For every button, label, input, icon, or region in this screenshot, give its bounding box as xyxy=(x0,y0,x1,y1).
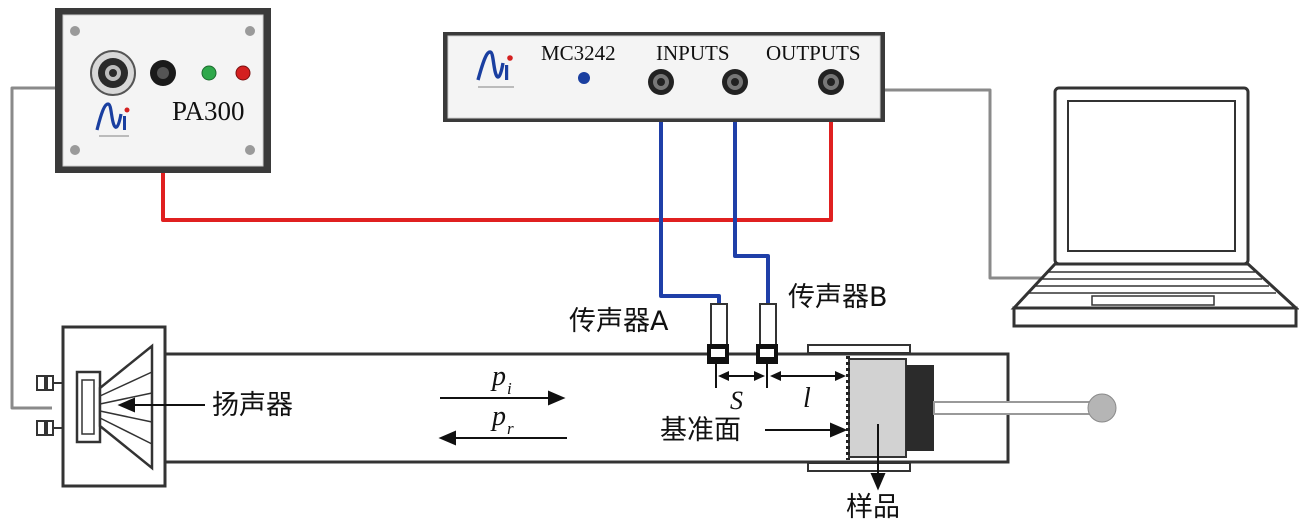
outputs-label: OUTPUTS xyxy=(766,41,861,65)
reflected-subscript: r xyxy=(507,419,514,438)
amplifier-model-label: PA300 xyxy=(172,96,245,126)
spacing-s-label: S xyxy=(730,386,743,415)
power-led-green xyxy=(201,65,217,81)
status-led-red xyxy=(235,65,251,81)
incident-subscript: i xyxy=(507,379,512,398)
analyzer-model-label: MC3242 xyxy=(541,41,616,65)
amplifier-pa300 xyxy=(55,8,271,173)
mic-a-label: 传声器A xyxy=(569,306,669,337)
sample-label: 样品 xyxy=(846,492,900,523)
microphone-a xyxy=(707,303,729,364)
brand-logo-icon xyxy=(476,50,514,88)
reflected-wave-label: pr xyxy=(492,401,514,438)
speaker-label: 扬声器 xyxy=(212,390,293,421)
leader-lines xyxy=(117,397,886,491)
blue-cable-mic-a xyxy=(659,88,721,308)
amp-to-speaker-cable xyxy=(10,86,62,410)
analyzer-mc3242 xyxy=(443,32,885,122)
incident-p: p xyxy=(492,361,506,392)
incident-wave-label: pi xyxy=(492,361,512,398)
laptop-icon xyxy=(1010,86,1299,328)
analyzer-to-laptop-cable xyxy=(883,88,1050,280)
bnc-connector-icon xyxy=(648,69,674,95)
bnc-connector-icon xyxy=(722,69,748,95)
reference-plane-label: 基准面 xyxy=(660,415,741,446)
wave-arrows xyxy=(438,390,567,446)
brand-logo-icon xyxy=(95,102,130,137)
xlr-connector-icon xyxy=(90,50,136,96)
reflected-p: p xyxy=(492,401,506,432)
indicator-dot xyxy=(578,72,590,84)
piston-knob xyxy=(1087,393,1117,423)
inputs-label: INPUTS xyxy=(656,41,730,65)
mic-b-label: 传声器B xyxy=(788,282,888,313)
distance-l-label: l xyxy=(803,383,811,414)
microphone-b xyxy=(756,303,778,364)
bnc-connector-icon xyxy=(818,69,844,95)
output-jack-icon xyxy=(150,60,176,86)
dimension-arrowheads xyxy=(718,371,846,381)
blue-cable-mic-b xyxy=(733,88,770,306)
